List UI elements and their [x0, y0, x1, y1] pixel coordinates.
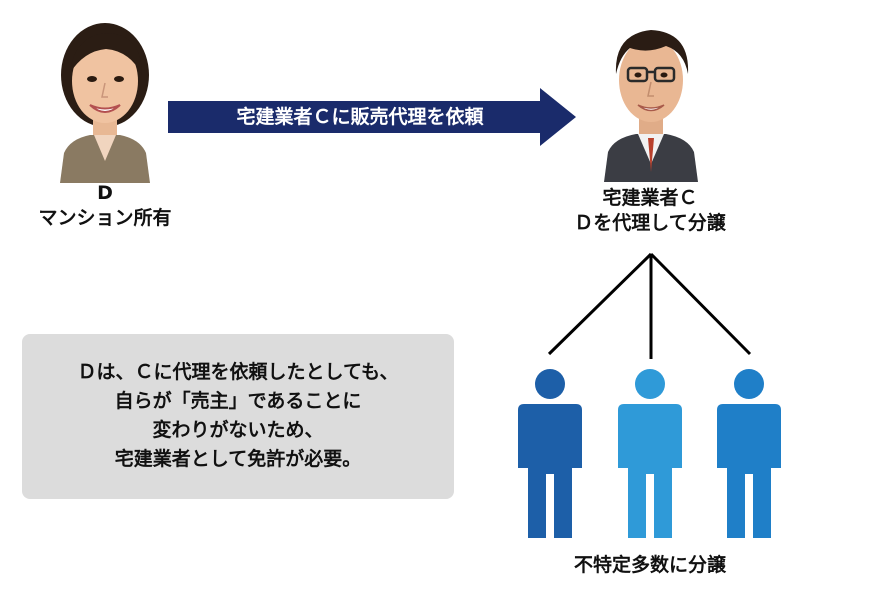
buyer-icon-3: [717, 369, 781, 538]
note-text: Ｄは、Ｃに代理を依頼したとしても、 自らが「売主」であることに 変わりがないため…: [77, 361, 399, 470]
person-d-avatar: [60, 23, 150, 183]
buyers-label: 不特定多数に分譲: [573, 554, 726, 576]
note-box: Ｄは、Ｃに代理を依頼したとしても、 自らが「売主」であることに 変わりがないため…: [22, 334, 454, 499]
arrow-label: 宅建業者Ｃに販売代理を依頼: [236, 106, 484, 128]
person-d-description: マンション所有: [38, 207, 172, 229]
person-c-description: Ｄを代理して分譲: [574, 212, 726, 234]
person-c-name: 宅建業者Ｃ: [602, 187, 698, 209]
person-d-name: D: [97, 182, 113, 204]
buyer-icon-2: [618, 369, 682, 538]
person-c-avatar: [604, 30, 698, 182]
distribution-lines: [547, 252, 752, 359]
buyer-icon-1: [518, 369, 582, 538]
request-arrow: [168, 88, 576, 146]
